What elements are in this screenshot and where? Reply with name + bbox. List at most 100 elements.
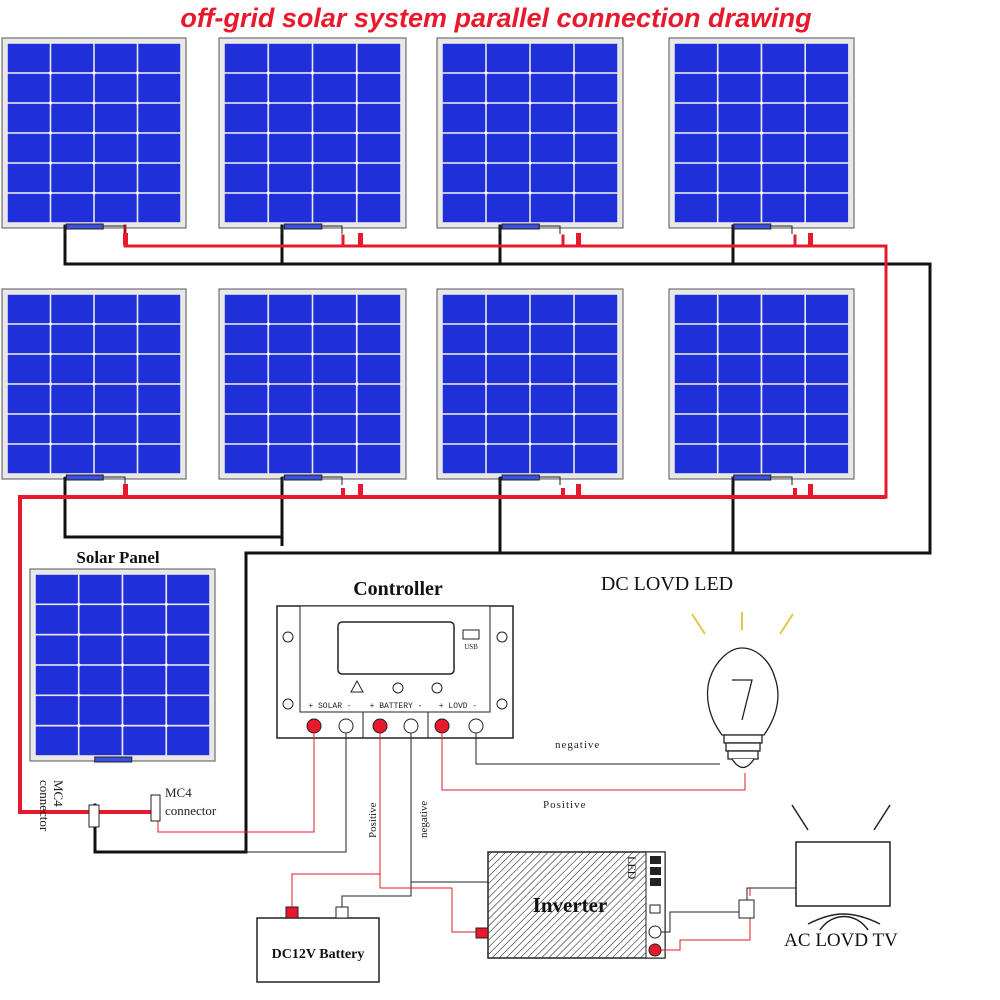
solar-cell	[269, 294, 312, 324]
solar-cell	[806, 193, 849, 223]
solar-cell	[269, 384, 312, 414]
mount-hole	[282, 631, 294, 643]
solar-cell	[7, 324, 50, 354]
solar-cell	[530, 73, 574, 103]
solar-cell	[806, 414, 849, 444]
diagram-title: off-grid solar system parallel connectio…	[180, 3, 812, 33]
solar-cell	[806, 324, 849, 354]
solar-cell	[574, 354, 618, 384]
battery-icon	[256, 906, 380, 983]
solar-cell	[51, 73, 94, 103]
solar-cell	[269, 193, 312, 223]
solar-cell	[138, 444, 181, 474]
solar-cell	[224, 193, 268, 223]
solar-cell	[94, 133, 137, 163]
solar-cell	[94, 414, 137, 444]
solar-cell	[530, 103, 574, 133]
solar-cell	[35, 605, 78, 634]
solar-cell	[94, 324, 137, 354]
solar-panel-icon	[668, 37, 855, 229]
solar-cell	[51, 354, 94, 384]
junction-box-icon	[65, 474, 104, 481]
solar-cell	[762, 193, 805, 223]
solar-cell	[313, 414, 356, 444]
solar-cell	[530, 444, 574, 474]
mc4-positive-plug	[123, 233, 128, 245]
mount-hole	[496, 698, 508, 710]
positive-vertical-label: Positive	[367, 802, 379, 838]
solar-cell	[574, 163, 618, 193]
solar-cell	[269, 103, 312, 133]
battery-terminals-label: + BATTERY -	[370, 702, 423, 711]
solar-panel-icon	[218, 288, 407, 480]
solar-cell	[94, 193, 137, 223]
solar-cell	[313, 444, 356, 474]
solar-cell	[357, 324, 401, 354]
solar-cell	[486, 73, 530, 103]
solar-cell	[94, 384, 137, 414]
solar-cell	[442, 133, 486, 163]
solar-cell	[674, 43, 717, 73]
solar-cell	[806, 43, 849, 73]
solar-cell	[762, 354, 805, 384]
solar-cell	[674, 354, 717, 384]
solar-positive-terminal	[306, 718, 322, 734]
negative-vertical-label: negative	[418, 801, 430, 838]
solar-panel-icon	[218, 37, 407, 229]
solar-cell	[94, 354, 137, 384]
inverter-led-label: LED	[625, 856, 639, 880]
solar-panel-icon	[29, 568, 216, 762]
solar-cell	[138, 384, 181, 414]
solar-cell	[530, 384, 574, 414]
panel-lead-wires	[499, 225, 561, 234]
solar-cell	[51, 193, 94, 223]
solar-cell	[357, 414, 401, 444]
solar-cell	[35, 726, 78, 756]
solar-panel-icon	[436, 37, 624, 229]
tv-power-cable	[661, 887, 796, 951]
solar-cell	[269, 444, 312, 474]
inverter-positive-wire	[379, 874, 480, 933]
solar-cell	[442, 163, 486, 193]
solar-cell	[79, 696, 122, 725]
bottom-row-wiring	[18, 477, 886, 814]
solar-cell	[806, 133, 849, 163]
solar-cell	[123, 574, 166, 604]
junction-box-icon	[733, 474, 772, 481]
battery-label: DC12V Battery	[272, 947, 365, 962]
solar-cell	[574, 193, 618, 223]
solar-cell	[79, 726, 122, 756]
controller-display	[337, 621, 455, 675]
ac-lovd-tv-label: AC LOVD TV	[784, 930, 898, 951]
solar-panel-icon	[1, 288, 187, 480]
solar-cell	[718, 43, 761, 73]
solar-cell	[123, 665, 166, 695]
mount-hole	[496, 631, 508, 643]
solar-cell	[313, 384, 356, 414]
solar-cell	[79, 605, 122, 634]
solar-cell	[7, 384, 50, 414]
junction-box-icon	[501, 223, 540, 230]
solar-cell	[806, 354, 849, 384]
solar-cell	[357, 43, 401, 73]
solar-cell	[7, 163, 50, 193]
solar-cell	[530, 163, 574, 193]
solar-cell	[762, 294, 805, 324]
solar-cell	[313, 163, 356, 193]
junction-box-icon	[283, 223, 323, 230]
inverter-dc-input	[475, 927, 489, 939]
solar-cell	[574, 133, 618, 163]
solar-cell	[167, 726, 210, 756]
solar-cell	[167, 665, 210, 695]
solar-cell	[762, 73, 805, 103]
solar-cell	[138, 324, 181, 354]
solar-cell	[138, 133, 181, 163]
solar-cell	[51, 294, 94, 324]
solar-cell	[486, 103, 530, 133]
solar-cell	[313, 354, 356, 384]
solar-cell	[806, 103, 849, 133]
inverter-output-socket	[648, 943, 662, 957]
solar-cell	[674, 193, 717, 223]
solar-cell	[442, 73, 486, 103]
lovd-positive-wire	[441, 733, 746, 791]
